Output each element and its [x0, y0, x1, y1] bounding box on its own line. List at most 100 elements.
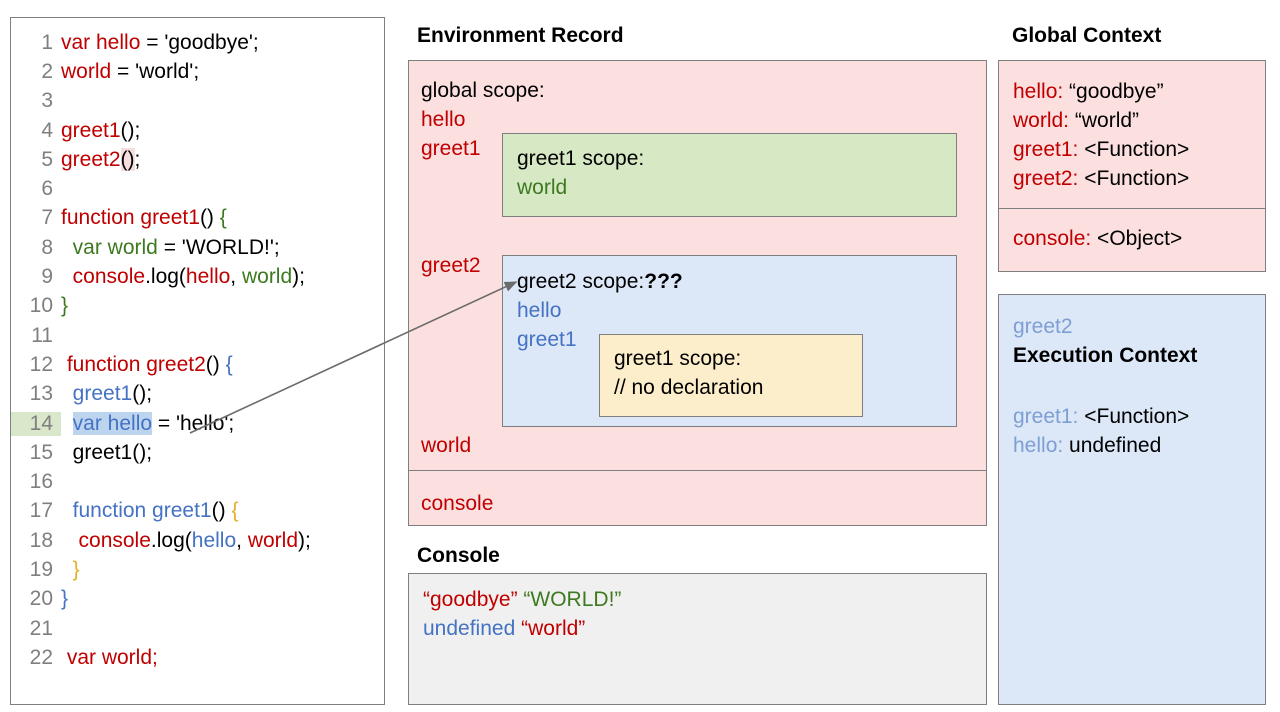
global-context-box: hello: “goodbye” world: “world” greet1: <F… — [998, 60, 1266, 272]
code-line[interactable]: 21 — [11, 614, 384, 643]
code-line[interactable]: 4 greet1(); — [11, 116, 384, 145]
greet1-inner-scope-header: greet1 scope: — [614, 347, 742, 370]
line-number: 18 — [29, 528, 53, 552]
console-title: Console — [417, 544, 500, 567]
code-line-text: console.log(hello, world); — [78, 528, 311, 552]
global-context-entry: greet1: <Function> — [1013, 138, 1189, 162]
env-binding-hello: hello — [421, 108, 466, 131]
code-line[interactable]: 22 var world; — [11, 643, 384, 672]
entry-value: “goodbye” — [1063, 80, 1164, 103]
env-binding-console: console — [421, 492, 494, 515]
greet2-scope-header-text: greet2 scope: — [517, 270, 645, 293]
line-number: 21 — [29, 616, 53, 640]
console-line: “goodbye” “WORLD!” — [423, 588, 622, 611]
code-line[interactable]: 19 } — [11, 555, 384, 584]
entry-value: <Object> — [1091, 227, 1183, 250]
line-number: 14 — [11, 411, 61, 436]
env-binding-greet2: greet2 — [421, 254, 481, 277]
code-line-text: greet1(); — [61, 440, 153, 464]
code-line-text: greet2(); — [61, 147, 141, 171]
line-number: 19 — [29, 558, 53, 582]
code-line[interactable]: 11 — [11, 321, 384, 350]
code-line[interactable]: 17 function greet1() { — [11, 497, 384, 526]
entry-value: undefined — [1063, 434, 1162, 457]
entry-value: “world” — [1069, 109, 1140, 132]
greet2-scope-item-hello: hello — [517, 299, 562, 322]
code-line-text: console.log(hello, world); — [72, 265, 305, 289]
line-number: 5 — [41, 147, 53, 171]
code-line-text: greet1(); — [72, 382, 153, 406]
global-context-entry: greet2: <Function> — [1013, 167, 1189, 191]
entry-key: greet1: — [1013, 138, 1079, 161]
line-number: 8 — [41, 235, 53, 259]
code-line-text: world = 'world'; — [61, 59, 200, 83]
code-line-text: var hello = 'hello'; — [72, 411, 235, 435]
execution-context-title: Execution Context — [1013, 344, 1198, 367]
code-line[interactable]: 9 console.log(hello, world); — [11, 262, 384, 291]
code-line[interactable]: 10} — [11, 292, 384, 321]
line-number: 9 — [41, 265, 53, 289]
line-number: 3 — [41, 89, 53, 113]
code-line[interactable]: 14 var hello = 'hello'; — [11, 409, 384, 438]
line-number: 1 — [41, 30, 53, 54]
line-number: 17 — [29, 499, 53, 523]
env-binding-greet1: greet1 — [421, 137, 481, 160]
code-line-text: greet1(); — [61, 118, 141, 142]
execution-context-entry: hello: undefined — [1013, 434, 1161, 458]
code-line-text: } — [72, 558, 80, 582]
code-line-text: var hello = 'goodbye'; — [61, 30, 259, 54]
global-context-title: Global Context — [1012, 24, 1162, 47]
greet2-scope-question-marks: ??? — [644, 270, 683, 293]
code-line-text: } — [61, 294, 69, 318]
entry-key: greet2: — [1013, 167, 1079, 190]
global-context-entry: hello: “goodbye” — [1013, 80, 1164, 104]
greet1-inner-scope-box: greet1 scope: // no declaration — [599, 334, 863, 417]
entry-key: console: — [1013, 227, 1092, 250]
code-line-text: var world; — [61, 645, 158, 669]
entry-key: greet1: — [1013, 405, 1079, 428]
code-line[interactable]: 18 console.log(hello, world); — [11, 526, 384, 555]
environment-record-divider — [408, 470, 987, 471]
code-line[interactable]: 5 greet2(); — [11, 145, 384, 174]
code-line[interactable]: 1 var hello = 'goodbye'; — [11, 28, 384, 57]
greet1-scope-item-world: world — [517, 176, 568, 199]
line-number: 6 — [41, 177, 53, 201]
greet1-scope-header: greet1 scope: — [517, 147, 645, 170]
code-line[interactable]: 12 function greet2() { — [11, 350, 384, 379]
code-line[interactable]: 6 — [11, 175, 384, 204]
code-line[interactable]: 15 greet1(); — [11, 438, 384, 467]
line-number: 15 — [29, 440, 53, 464]
global-scope-label: global scope: — [421, 79, 545, 102]
code-line-text: } — [61, 587, 69, 611]
line-number: 10 — [29, 294, 53, 318]
greet1-inner-scope-note: // no declaration — [614, 376, 764, 399]
code-line[interactable]: 16 — [11, 468, 384, 497]
code-line[interactable]: 20} — [11, 585, 384, 614]
global-context-divider — [998, 208, 1266, 209]
code-line[interactable]: 8 var world = 'WORLD!'; — [11, 233, 384, 262]
line-number: 4 — [41, 118, 53, 142]
global-context-object-entry: console: <Object> — [1013, 227, 1182, 251]
environment-record-title: Environment Record — [417, 24, 624, 47]
greet2-execution-context-box: greet2 Execution Context greet1: <Functi… — [998, 294, 1266, 705]
entry-value: <Function> — [1078, 167, 1190, 190]
global-context-entry: world: “world” — [1013, 109, 1139, 133]
execution-context-name: greet2 — [1013, 315, 1073, 338]
console-output-box[interactable]: “goodbye” “WORLD!”undefined “world” — [408, 573, 987, 705]
greet1-scope-box: greet1 scope: world — [502, 133, 957, 217]
line-number: 12 — [29, 352, 53, 376]
line-number: 16 — [29, 470, 53, 494]
line-number: 20 — [29, 587, 53, 611]
code-line-text: function greet1() { — [61, 206, 227, 230]
entry-value: <Function> — [1078, 138, 1190, 161]
line-number: 22 — [29, 645, 53, 669]
code-line[interactable]: 13 greet1(); — [11, 380, 384, 409]
greet2-scope-item-greet1: greet1 — [517, 328, 577, 351]
code-line[interactable]: 3 — [11, 87, 384, 116]
greet2-scope-header: greet2 scope:??? — [517, 270, 683, 294]
entry-key: hello: — [1013, 80, 1064, 103]
code-line-text: var world = 'WORLD!'; — [72, 235, 280, 259]
